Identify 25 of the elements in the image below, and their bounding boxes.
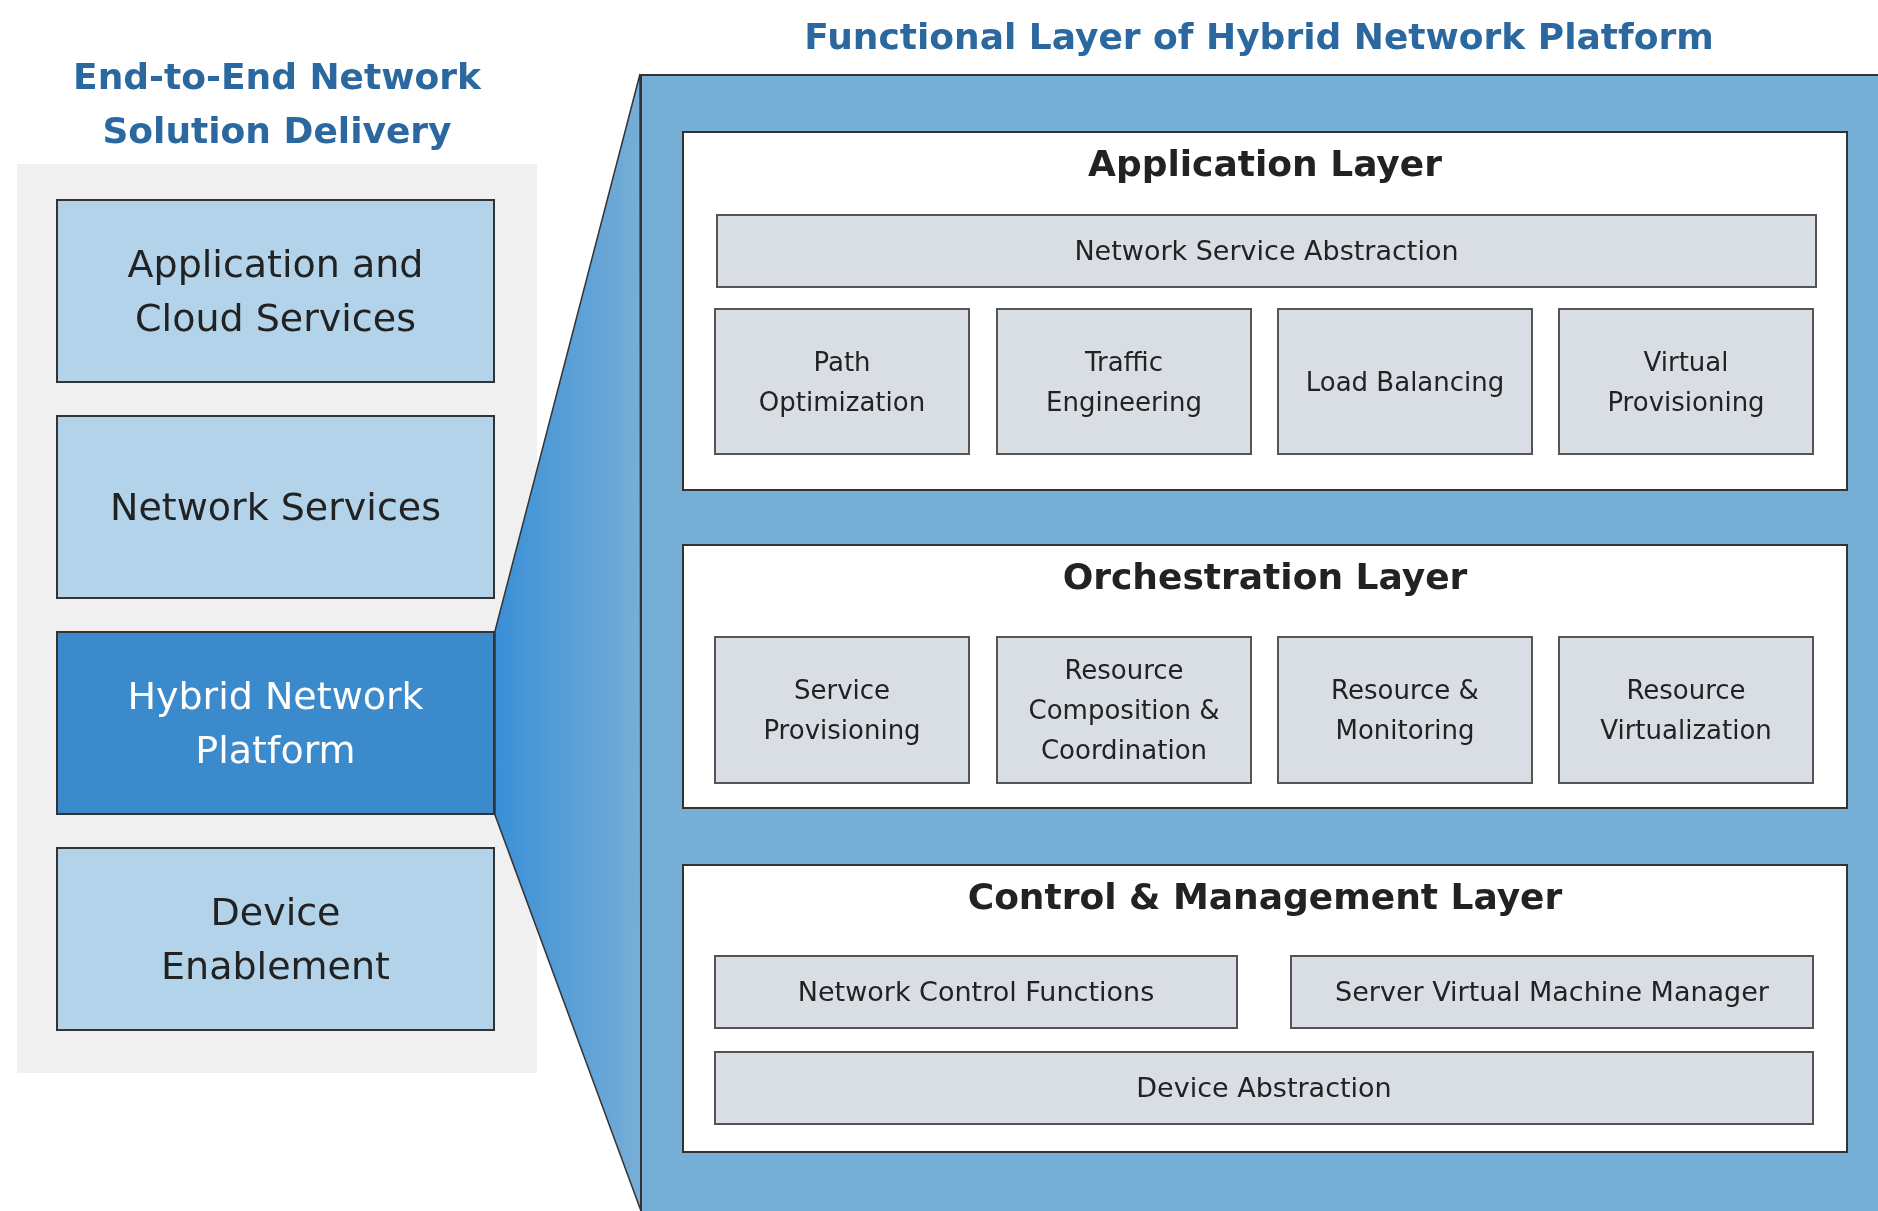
- function-box: Server Virtual Machine Manager: [1290, 955, 1814, 1029]
- function-box: Resource & Monitoring: [1277, 636, 1533, 784]
- layer-title: Control & Management Layer: [966, 876, 1564, 917]
- panel-heading: End-to-End Network Solution Delivery: [72, 55, 483, 153]
- layer-title: Application Layer: [1087, 143, 1443, 184]
- zoom-wedge: [494, 73, 642, 1211]
- layer-box: [682, 131, 1848, 491]
- layer-box: [682, 544, 1848, 809]
- stack-box: Hybrid Network Platform: [56, 631, 495, 815]
- layer-box: [682, 864, 1848, 1153]
- function-box: Resource Virtualization: [1558, 636, 1814, 784]
- stack-box: Network Services: [56, 415, 495, 599]
- function-box: Service Provisioning: [714, 636, 970, 784]
- stack-box: Application and Cloud Services: [56, 199, 495, 383]
- stack-box: Device Enablement: [56, 847, 495, 1031]
- layer-title: Orchestration Layer: [1061, 556, 1469, 597]
- function-box: Path Optimization: [714, 308, 970, 455]
- function-box: Resource Composition & Coordination: [996, 636, 1252, 784]
- function-box: Network Service Abstraction: [716, 214, 1817, 288]
- function-box: Network Control Functions: [714, 955, 1238, 1029]
- function-box: Load Balancing: [1277, 308, 1533, 455]
- panel-heading: Functional Layer of Hybrid Network Platform: [803, 15, 1715, 59]
- function-box: Traffic Engineering: [996, 308, 1252, 455]
- function-box: Virtual Provisioning: [1558, 308, 1814, 455]
- function-box: Device Abstraction: [714, 1051, 1814, 1125]
